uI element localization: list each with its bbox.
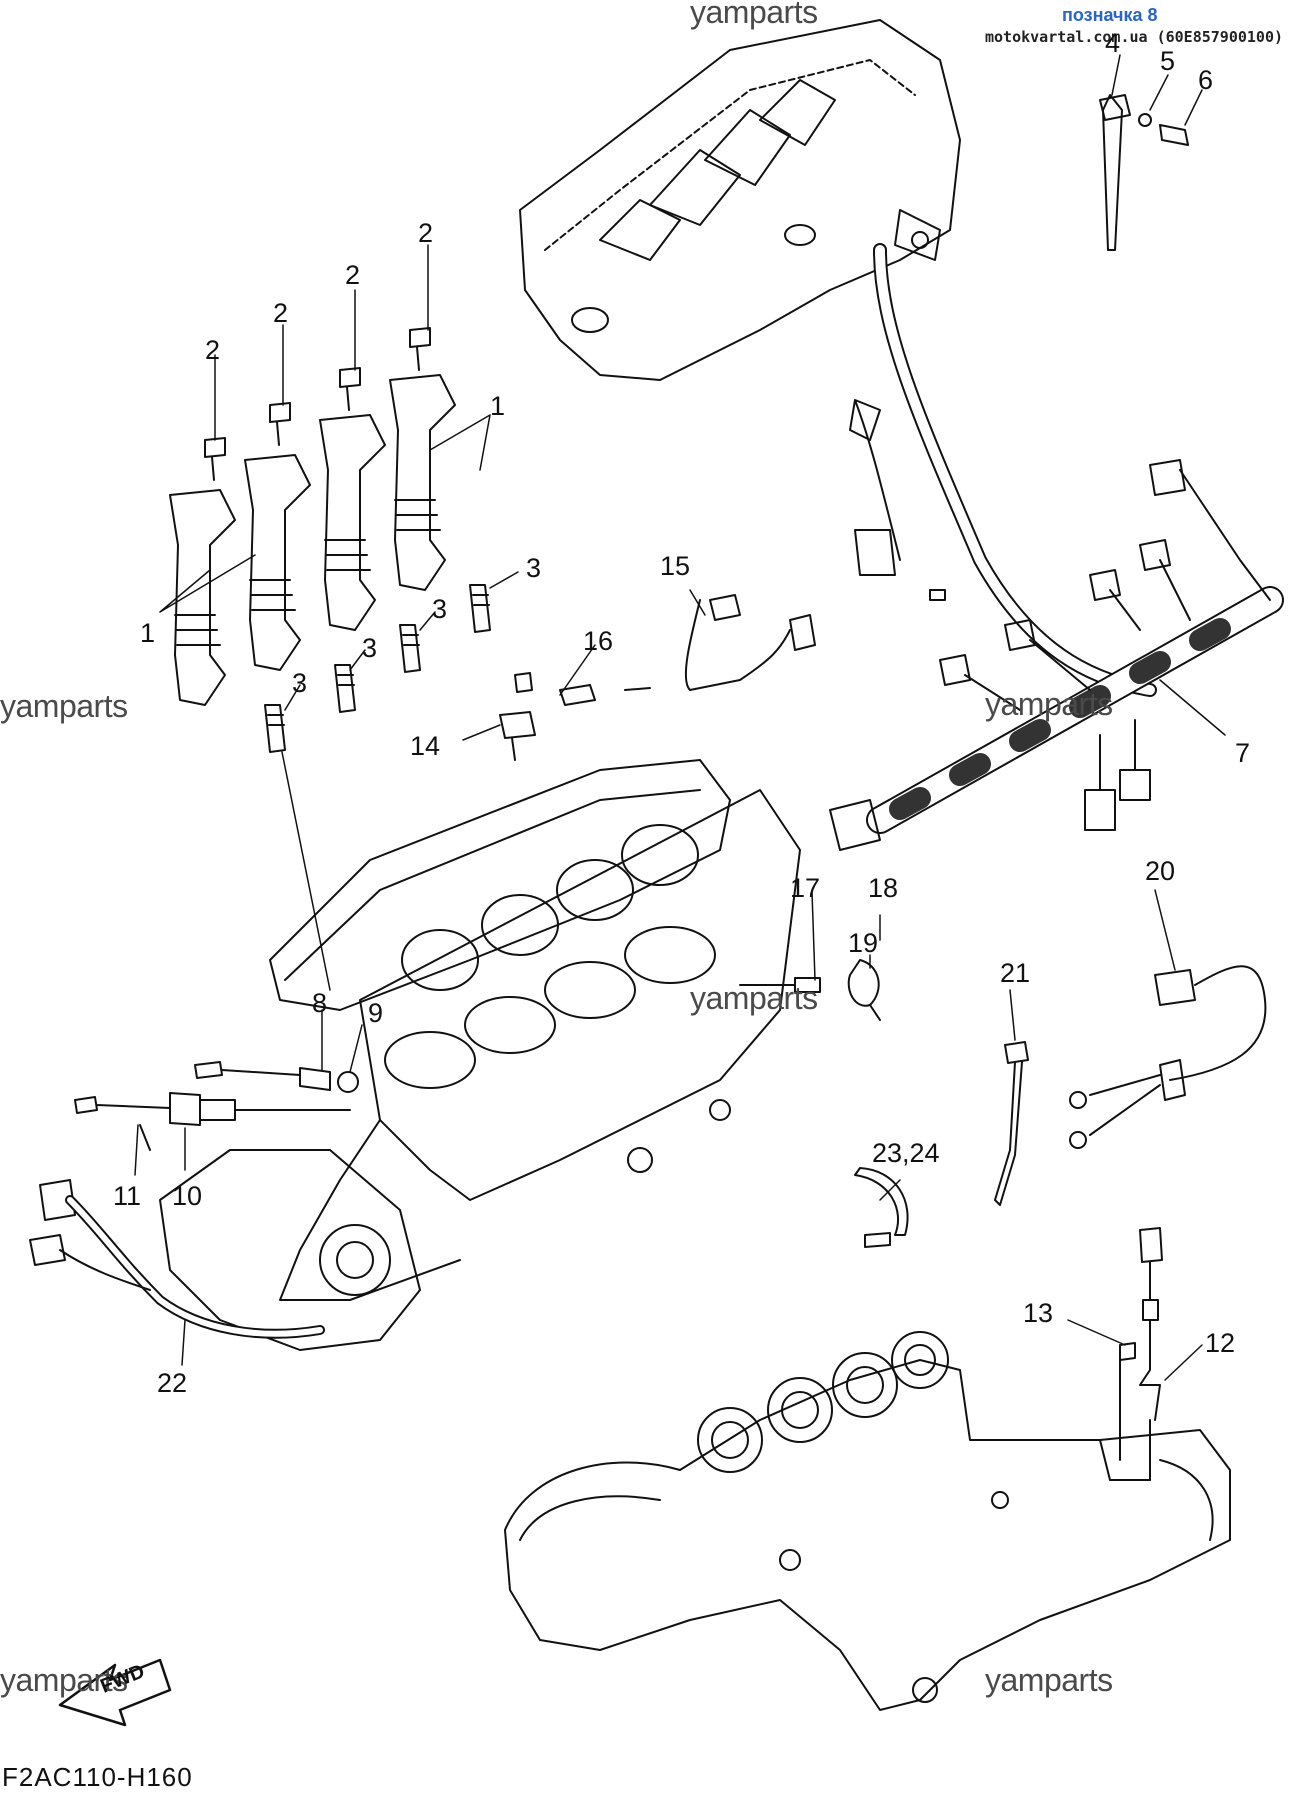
callout-2-d: 2 xyxy=(418,218,434,248)
leader-lines xyxy=(134,54,1226,1381)
crankcase xyxy=(159,1149,421,1351)
wiring-harness xyxy=(829,243,1284,851)
callout-2-e: 4 xyxy=(1105,28,1121,58)
callout-3-c: 3 xyxy=(432,594,448,624)
callout-6: 6 xyxy=(1198,65,1214,95)
cable-tie-21 xyxy=(994,1041,1029,1206)
cable-clamp-4-6 xyxy=(1099,94,1189,251)
exhaust-manifold xyxy=(504,1331,1231,1711)
engine-head-block xyxy=(269,759,801,1301)
callout-16: 16 xyxy=(583,626,614,656)
callout-7: 7 xyxy=(1235,738,1251,768)
callout-9: 9 xyxy=(368,998,384,1028)
air-box xyxy=(519,19,961,381)
callout-19: 19 xyxy=(848,928,879,958)
callout-18: 18 xyxy=(868,873,899,903)
callout-2-a: 2 xyxy=(205,335,221,365)
sensors-8-11 xyxy=(74,1061,359,1151)
callout-5: 5 xyxy=(1160,46,1176,76)
callout-3-a: 3 xyxy=(292,668,308,698)
sensor-15 xyxy=(684,594,816,691)
callout-3-b: 3 xyxy=(362,633,378,663)
callout-22: 22 xyxy=(157,1368,188,1398)
callout-2-c: 2 xyxy=(345,260,361,290)
callout-23-24: 23,24 xyxy=(872,1138,940,1168)
callout-13: 13 xyxy=(1023,1298,1054,1328)
watermark-bottom-right: yamparts xyxy=(985,1662,1113,1698)
callout-1-upper: 1 xyxy=(490,391,506,421)
callout-10: 10 xyxy=(172,1181,203,1211)
sensor-14-16 xyxy=(499,672,651,761)
harness-20 xyxy=(1069,965,1267,1149)
coil-bolts xyxy=(204,327,431,481)
spark-plugs xyxy=(264,584,491,991)
watermark-left: yamparts xyxy=(0,688,128,724)
watermark-top: yamparts xyxy=(690,0,818,30)
sensor-17-19 xyxy=(739,959,881,1021)
ignition-coils xyxy=(169,374,456,706)
callout-8: 8 xyxy=(312,988,328,1018)
callout-12: 12 xyxy=(1205,1328,1236,1358)
callout-15: 15 xyxy=(660,551,691,581)
callout-14: 14 xyxy=(410,731,441,761)
watermark-middle-right: yamparts xyxy=(985,686,1113,722)
source-label: motokvartal.com.ua (60E857900100) xyxy=(985,28,1284,46)
callout-1-lower: 1 xyxy=(140,618,156,648)
fwd-arrow-icon xyxy=(58,1658,172,1727)
callout-2-b: 2 xyxy=(273,298,289,328)
watermark-bottom-left: yamparts xyxy=(0,1662,128,1698)
figure-code: F2AC110-H160 xyxy=(2,1762,193,1792)
callout-17: 17 xyxy=(790,873,821,903)
sensor-12-13 xyxy=(1119,1227,1163,1481)
callout-11: 11 xyxy=(113,1181,142,1211)
part-tag: позначка 8 xyxy=(1062,5,1158,25)
callout-3-d: 3 xyxy=(526,553,542,583)
callout-20: 20 xyxy=(1145,856,1176,886)
harness-22 xyxy=(29,1179,325,1339)
band-23-24 xyxy=(854,1167,909,1248)
watermark-center: yamparts xyxy=(690,980,818,1016)
callout-21: 21 xyxy=(1000,958,1031,988)
